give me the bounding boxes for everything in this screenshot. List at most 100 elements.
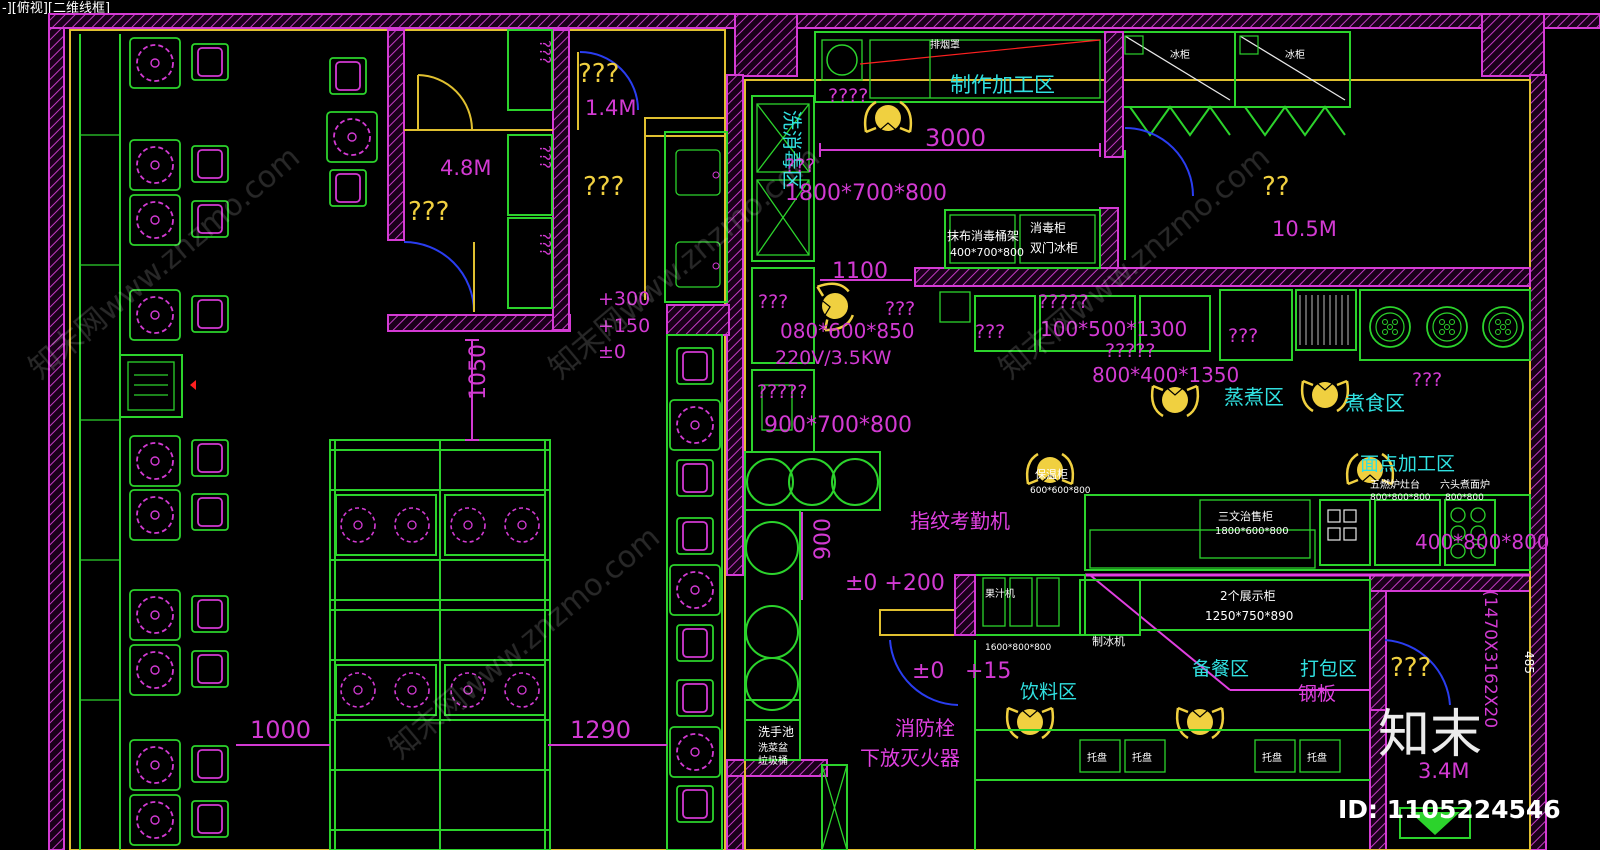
svg-text:冰柜: 冰柜 <box>1170 48 1190 61</box>
left-dining-sets <box>129 37 229 846</box>
dim-1800: 1800*700*800 <box>785 181 947 206</box>
watermark-logo: 知末 <box>1378 705 1482 765</box>
dim-1050: 1050 <box>466 344 491 400</box>
q-label-5: ??? <box>1390 653 1431 683</box>
left-bench-strip <box>79 34 121 850</box>
label-five-burner-size: 800*800*800 <box>1370 493 1431 503</box>
area-size-4: 3.4M <box>1418 759 1470 783</box>
restroom-block <box>387 29 639 332</box>
label-wash-vertical: 洗消毒区 <box>780 110 804 190</box>
label-handwash-3: 垃圾桶 <box>758 754 788 767</box>
q-label-4: ?? <box>1262 172 1290 202</box>
label-pack: 打包区 <box>1300 658 1357 680</box>
q-label-7: ??? <box>785 155 815 177</box>
label-drink: 饮料区 <box>1020 681 1077 703</box>
label-ice: 制冰机 <box>1092 634 1125 648</box>
label-five-burner: 五燃炉灶台 <box>1370 478 1420 491</box>
area-size-3: 10.5M <box>1272 217 1337 241</box>
label-mop-rack-1: 抹布消毒桶架 <box>947 228 1019 243</box>
dim-1000: 1000 <box>250 716 311 744</box>
round-tanks <box>744 451 881 761</box>
label-six-burner: 六头煮面炉 <box>1440 479 1490 491</box>
label-cold-cab-size: 1600*800*800 <box>985 643 1052 653</box>
dimension-texts: 3000 1800*700*800 1100 1050 +300 +150 ±0… <box>250 124 1550 744</box>
label-warmer: 保温柜 <box>1035 467 1068 481</box>
dim-zero-200: ±0 +200 <box>845 571 945 596</box>
area-sizes: 4.8M 1.4M 10.5M 3.4M <box>440 96 1470 783</box>
label-hydrant-2: 下放灭火器 <box>860 746 960 770</box>
label-production: 制作加工区 <box>950 73 1055 97</box>
watermark-id: ID: 1105224546 <box>1338 795 1561 824</box>
dim-plus300: +300 <box>598 288 650 310</box>
label-steel: 钢板 <box>1298 683 1336 705</box>
label-cook: 煮食区 <box>1345 391 1405 415</box>
cashier-station <box>119 354 196 418</box>
q-label-13: ????? <box>1105 340 1155 362</box>
q-label-10: ??? <box>975 321 1005 343</box>
dim-plus150: +150 <box>598 315 650 337</box>
area-size-1: 4.8M <box>440 156 492 180</box>
q-label-2: ??? <box>578 59 619 89</box>
booth-tables <box>335 494 546 716</box>
area-labels: 制作加工区 蒸煮区 煮食区 面点加工区 饮料区 备餐区 打包区 钢板 指纹考勤机… <box>758 38 1490 770</box>
dim-zero-b: ±0 <box>912 659 944 684</box>
label-handwash-2: 洗菜盆 <box>758 741 788 754</box>
q-label-1: ??? <box>408 197 449 227</box>
mop-rack <box>944 209 1101 269</box>
label-hood: 排烟罩 <box>930 38 960 51</box>
small-q-marks-vertical: ??? ??? ??? <box>536 40 554 256</box>
q-label-12: ??? <box>1412 369 1442 391</box>
question-labels: ??? ??? ??? ?? ??? ???? ??? ??? ????? ??… <box>408 59 1442 683</box>
label-double-fridge: 双门冰柜 <box>1030 240 1078 255</box>
label-hydrant-1: 消防栓 <box>895 716 955 740</box>
outer-walls <box>48 13 1600 850</box>
svg-text:???: ??? <box>536 145 554 169</box>
label-show-cab-size: 1250*750*890 <box>1205 609 1293 623</box>
dim-220v: 220V/3.5KW <box>775 347 892 369</box>
fridge-units-top: 冰柜 冰柜 <box>1119 31 1351 137</box>
q-label-14: ????? <box>757 381 807 403</box>
dim-1470: (1470X3162X20 <box>1480 590 1500 728</box>
bottom-right-door-icon <box>1399 807 1471 839</box>
dim-800-400: 800*400*1350 <box>1092 363 1239 387</box>
dim-900: 900 <box>811 518 836 560</box>
fire-hydrant-box <box>821 764 848 850</box>
dim-3000: 3000 <box>925 124 986 152</box>
q-label-8: ??? <box>758 291 788 313</box>
q-label-3: ??? <box>583 172 624 202</box>
label-show-cab: 2个展示柜 <box>1220 589 1276 603</box>
dimension-lines <box>236 143 1101 746</box>
q-label-6: ???? <box>828 85 868 107</box>
label-disinfect: 消毒柜 <box>1030 221 1066 235</box>
label-three-temp: 三文治售柜 <box>1218 509 1273 523</box>
kitchen-mid-equipment <box>939 289 1531 361</box>
dim-1290: 1290 <box>570 716 631 744</box>
label-warmer-size: 600*600*800 <box>1030 486 1091 496</box>
dim-900-700: 900*700*800 <box>764 413 912 438</box>
dim-plus15: +15 <box>965 659 1011 684</box>
label-handwash-1: 洗手池 <box>758 725 794 739</box>
label-fingerprint: 指纹考勤机 <box>910 509 1010 533</box>
label-mop-rack-2: 400*700*800 <box>950 246 1024 259</box>
svg-text:???: ??? <box>536 40 554 64</box>
viewport-label[interactable]: -][俯视][二维线框] <box>2 0 110 16</box>
q-label-9: ????? <box>1038 291 1088 313</box>
dim-100-500: 100*500*1300 <box>1040 317 1187 341</box>
label-juice: 果汁机 <box>985 587 1015 600</box>
area-size-2: 1.4M <box>585 96 637 120</box>
dim-080-600: 080*600*850 <box>780 319 915 343</box>
watermark: 知末网www.znzmo.com 知末网www.znzmo.com 知末网www… <box>23 140 1277 766</box>
label-three-temp-size: 1800*600*800 <box>1215 526 1289 537</box>
drink-area <box>879 574 1451 850</box>
label-six-burner-size: 800*800 <box>1445 493 1484 503</box>
label-tray-1: 托盘 <box>1087 751 1107 764</box>
label-steam: 蒸煮区 <box>1224 385 1284 409</box>
svg-text:冰柜: 冰柜 <box>1285 48 1305 61</box>
dim-zero: ±0 <box>598 341 626 363</box>
dim-485: 485 <box>1522 651 1536 674</box>
label-noodle: 面点加工区 <box>1360 453 1455 475</box>
svg-text:???: ??? <box>536 232 554 256</box>
label-tray-3: 托盘 <box>1262 751 1282 764</box>
dim-400-800: 400*800*800 <box>1415 530 1550 554</box>
